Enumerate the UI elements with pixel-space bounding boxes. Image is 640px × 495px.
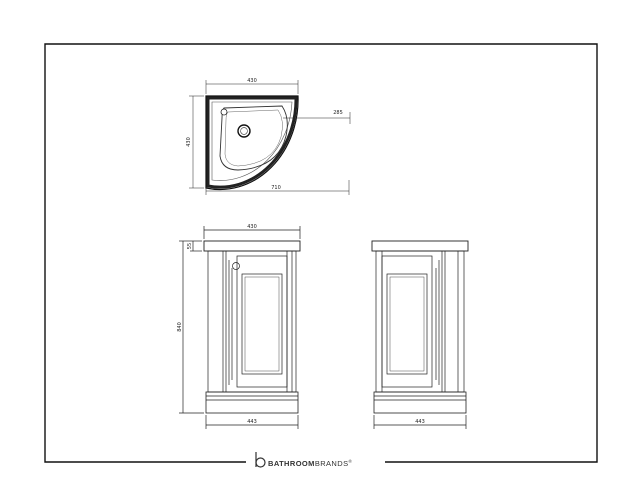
brand-name: BATHROOMBRANDS® xyxy=(268,458,352,468)
plan-radius-label: 285 xyxy=(333,110,343,116)
tap-hole-icon xyxy=(220,108,228,116)
side-door-panel-inner xyxy=(389,276,425,372)
basin-bowl-inner xyxy=(224,109,283,167)
front-elevation xyxy=(179,226,301,429)
brand-name-bold: BATHROOM xyxy=(268,459,315,468)
brand-logo: BATHROOMBRANDS® xyxy=(255,452,352,468)
side-elevation xyxy=(371,240,469,429)
plan-dim-depth xyxy=(189,95,204,189)
basin-rim-inner xyxy=(211,101,293,181)
side-door-panel xyxy=(386,273,428,375)
waste-outlet-inner xyxy=(240,127,248,135)
front-door-panel-inner xyxy=(244,276,280,372)
sheet-border xyxy=(44,43,598,463)
side-door xyxy=(381,255,433,388)
waste-outlet-icon xyxy=(237,124,251,138)
front-height-label: 840 xyxy=(177,322,183,332)
plan-width-label: 430 xyxy=(247,78,257,84)
plan-dim-radius xyxy=(283,112,351,124)
plan-view: 430 430 285 710 xyxy=(186,78,351,195)
front-worktop xyxy=(203,240,301,252)
plan-overall-label: 710 xyxy=(271,185,281,191)
plan-depth-label: 430 xyxy=(186,137,192,147)
side-worktop xyxy=(371,240,469,252)
front-worktop-thickness-label: 55 xyxy=(187,243,193,249)
plan-dim-width xyxy=(205,80,299,94)
door-knob-icon xyxy=(232,262,240,270)
front-door-panel xyxy=(241,273,283,375)
brand-registered-mark: ® xyxy=(348,458,352,464)
front-plinth xyxy=(205,391,299,414)
front-plinth-width-label: 443 xyxy=(247,419,257,425)
basin-rim-dark xyxy=(206,96,298,189)
brand-name-light: BRANDS xyxy=(315,459,349,468)
front-top-width-label: 430 xyxy=(247,224,257,230)
plan-dim-overall xyxy=(205,180,350,195)
side-plinth-width-label: 443 xyxy=(415,419,425,425)
front-door xyxy=(236,255,288,388)
side-plinth xyxy=(373,391,467,414)
basin-outline-outer xyxy=(205,95,299,191)
b-logo-icon xyxy=(255,452,266,468)
